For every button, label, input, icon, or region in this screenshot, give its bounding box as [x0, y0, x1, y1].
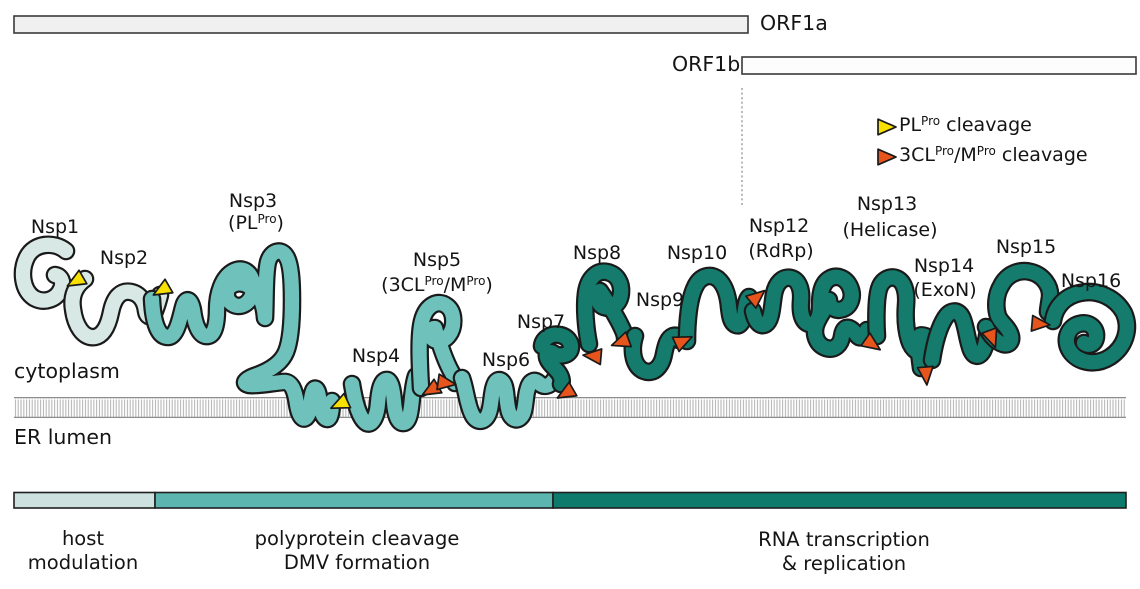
nsp14-sublabel: (ExoN)	[913, 279, 977, 301]
orf1b-bar	[741, 56, 1137, 75]
rna-transcription-line1: RNA transcription	[758, 528, 930, 551]
legend-plpro-triangle-icon	[877, 118, 897, 136]
nsp16-label: Nsp16	[1060, 270, 1122, 292]
nsp3-sub-b: )	[276, 212, 284, 234]
legend-plpro-base: PL	[899, 114, 922, 136]
rna-transcription-line2: & replication	[781, 552, 907, 575]
legend-plpro-sup: Pro	[921, 114, 941, 128]
nsp2-label: Nsp2	[99, 247, 149, 269]
legend-mpro-s1: Pro	[934, 144, 954, 158]
nsp14-label: Nsp14	[913, 255, 975, 277]
legend-mpro-s2: Pro	[976, 144, 996, 158]
nsp1-label: Nsp1	[30, 216, 80, 238]
host-modulation-label: host modulation	[28, 527, 138, 575]
host-modulation-line2: modulation	[27, 551, 139, 574]
mpro-cleavage-site-4-icon	[582, 348, 603, 366]
legend-mpro-b1: 3CL	[899, 144, 935, 166]
mpro-cleavage-site-10-icon	[981, 326, 998, 349]
legend-plpro-rest: cleavage	[940, 114, 1032, 136]
legend-mpro-label: 3CLPro/MPro cleavage	[899, 144, 1088, 167]
plpro-cleavage-site-1-icon	[66, 269, 88, 287]
nsp3-sub-sup: Pro	[257, 212, 277, 226]
nsp5-sublabel: (3CLPro/MPro)	[381, 274, 493, 297]
nsp5-sub-c: )	[485, 274, 493, 296]
mpro-cleavage-site-8-icon	[860, 332, 882, 351]
region-bar-rna-transcription	[552, 491, 1127, 509]
nsp10-label: Nsp10	[666, 242, 728, 264]
legend-mpro-rest: cleavage	[995, 144, 1088, 166]
nsp5-sub-a: (3CL	[381, 274, 425, 296]
nsp13-sublabel: (Helicase)	[842, 219, 938, 241]
polyprotein-cleavage-label: polyprotein cleavage DMV formation	[255, 527, 460, 575]
nsp6-label: Nsp6	[481, 349, 531, 371]
er-membrane	[14, 397, 1126, 418]
orf1a-bar	[13, 15, 749, 34]
nsp5-sub-s2: Pro	[466, 274, 486, 288]
nsp3-sublabel: (PLPro)	[228, 212, 284, 235]
nsp7-label: Nsp7	[516, 311, 566, 333]
region-bar-polyprotein-cleavage	[154, 491, 554, 509]
nsp5-label: Nsp5	[412, 249, 462, 271]
mpro-cleavage-site-3-icon	[556, 381, 578, 399]
polyprotein-cleavage-line1: polyprotein cleavage	[254, 527, 460, 550]
nsp9-label: Nsp9	[635, 289, 685, 311]
plpro-cleavage-site-2-icon	[152, 278, 174, 296]
nsp15-label: Nsp15	[995, 236, 1057, 258]
region-bar-host-modulation	[13, 491, 156, 509]
mpro-cleavage-site-2-icon	[436, 373, 457, 391]
legend-plpro-label: PLPro cleavage	[899, 114, 1032, 137]
nsp3-sub-a: (PL	[228, 212, 258, 234]
nsp12-label: Nsp12	[748, 215, 810, 237]
host-modulation-line1: host	[61, 527, 105, 550]
polyprotein-cleavage-line2: DMV formation	[283, 551, 431, 574]
nsp8-label: Nsp8	[572, 242, 622, 264]
mpro-cleavage-site-11-icon	[1030, 314, 1051, 332]
legend-mpro-triangle-icon	[877, 148, 897, 166]
mpro-cleavage-site-5-icon	[610, 331, 633, 348]
nsp5-sub-b: /M	[443, 274, 467, 296]
nsp4-label: Nsp4	[351, 345, 401, 367]
orf1b-label: ORF1b	[672, 52, 741, 76]
mpro-cleavage-site-7-icon	[745, 289, 766, 309]
cytoplasm-label: cytoplasm	[14, 359, 120, 383]
er-lumen-label: ER lumen	[14, 425, 112, 449]
orf1a-label: ORF1a	[760, 11, 828, 35]
nsp3-label: Nsp3	[228, 190, 278, 212]
plpro-cleavage-site-3-icon	[330, 392, 352, 410]
mpro-cleavage-site-9-icon	[916, 365, 934, 386]
mpro-cleavage-site-6-icon	[671, 335, 693, 353]
nsp12-sublabel: (RdRp)	[748, 240, 814, 262]
nsp5-sub-s1: Pro	[424, 274, 444, 288]
rna-transcription-label: RNA transcription & replication	[758, 528, 930, 576]
nsp13-label: Nsp13	[856, 193, 918, 215]
legend-mpro-b2: /M	[954, 144, 977, 166]
